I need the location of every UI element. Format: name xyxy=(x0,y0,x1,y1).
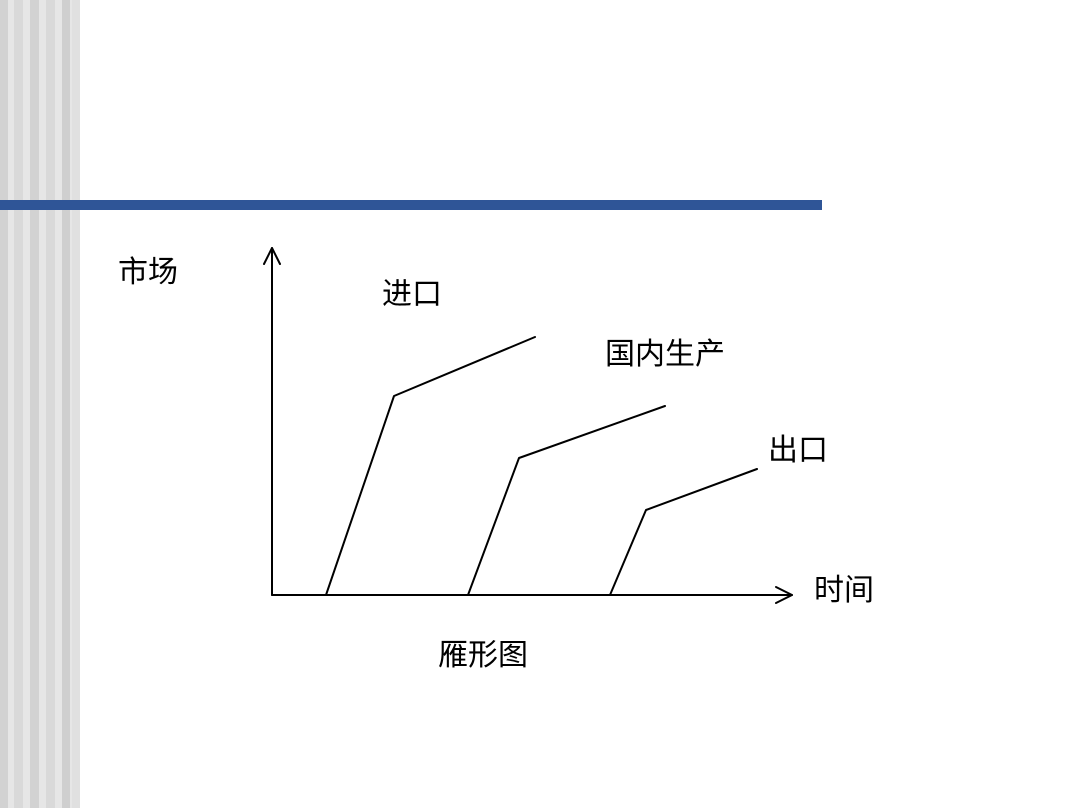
curve-domestic-production xyxy=(467,405,666,596)
decorative-stripes xyxy=(0,0,80,808)
curve-label-export: 出口 xyxy=(768,433,828,468)
y-axis-label: 市场 xyxy=(118,255,178,290)
y-axis-arrow xyxy=(263,247,281,265)
x-axis-arrow xyxy=(775,586,793,604)
curve-export xyxy=(609,468,758,596)
x-axis-label: 时间 xyxy=(814,573,874,608)
title-divider-bar xyxy=(0,200,822,210)
curve-import xyxy=(325,336,536,596)
curve-label-import: 进口 xyxy=(382,277,442,312)
curve-label-domestic-production: 国内生产 xyxy=(605,337,725,372)
diagram-caption: 雁形图 xyxy=(438,638,528,673)
